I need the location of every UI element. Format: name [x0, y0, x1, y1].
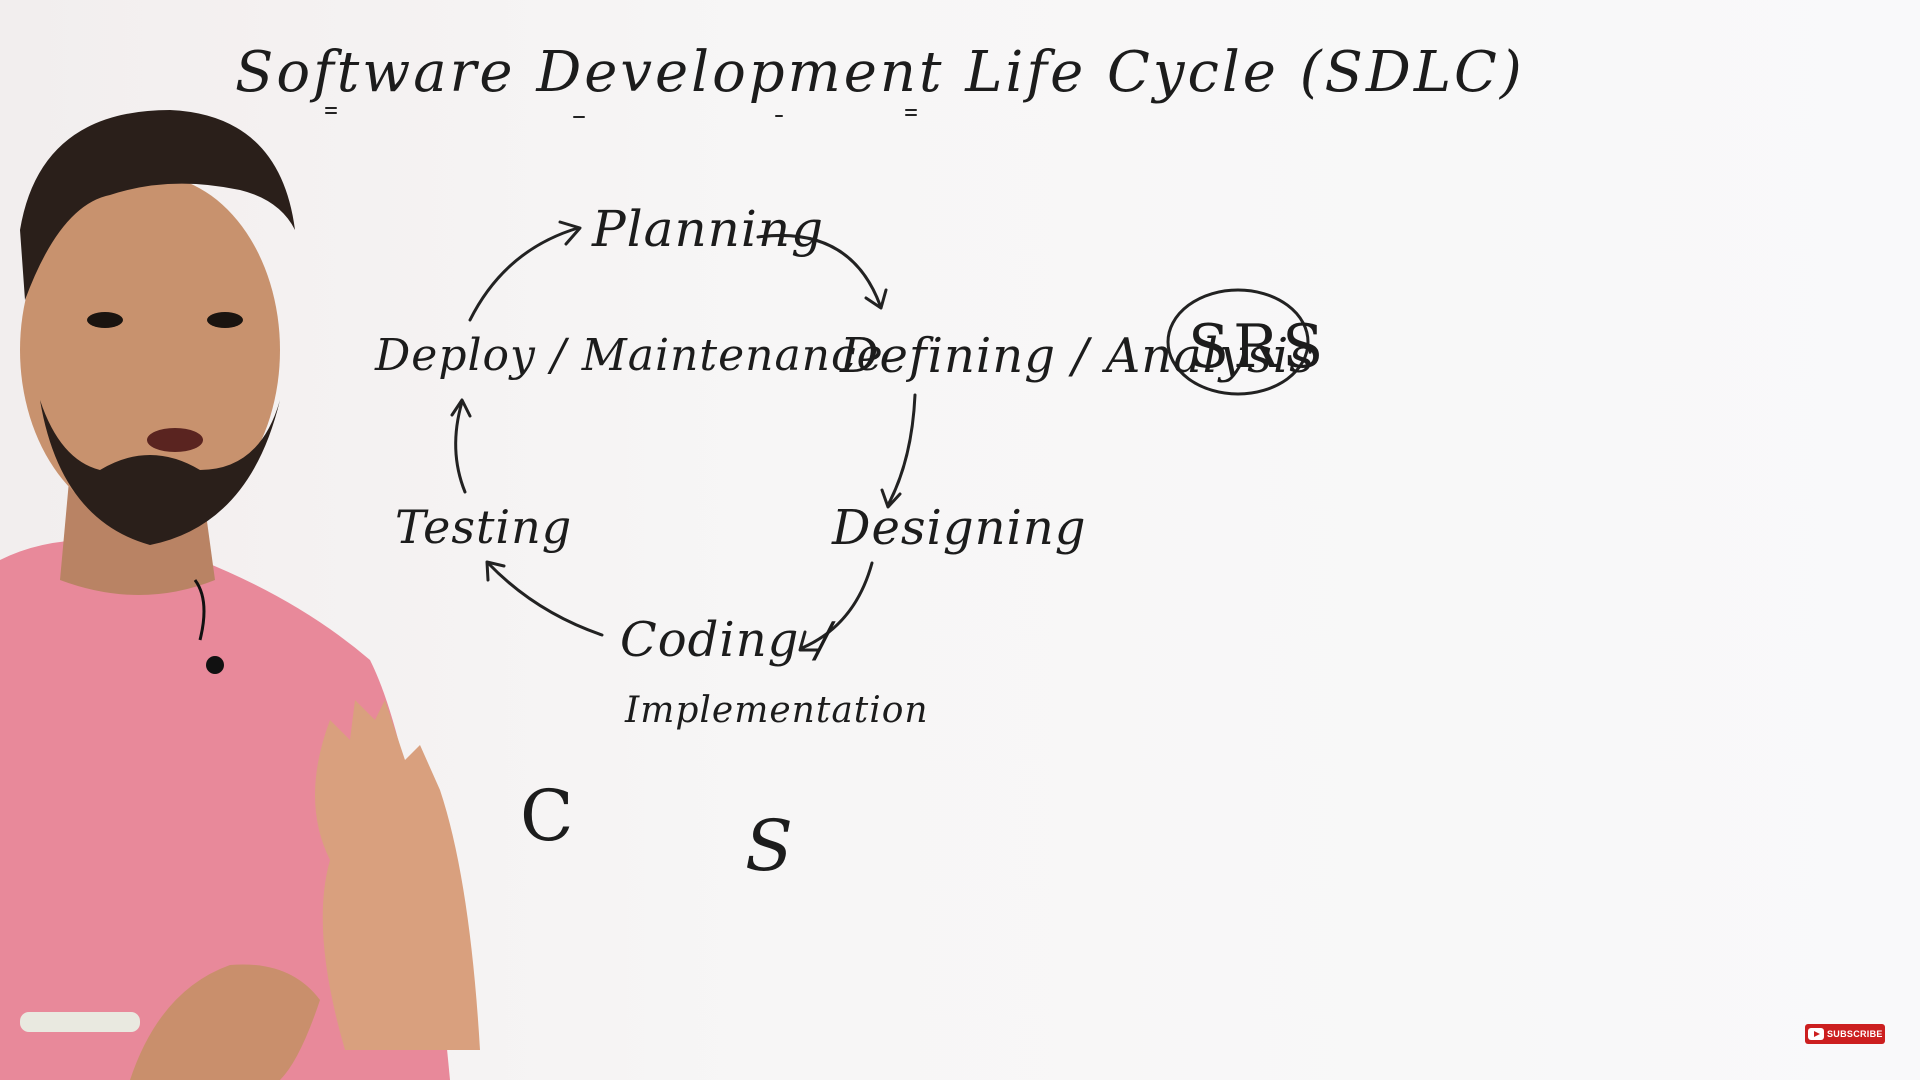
presenter-eye-left [87, 312, 123, 328]
presenter-head [20, 175, 280, 525]
presenter-eye-right [207, 312, 243, 328]
presenter-beard [40, 400, 280, 545]
arrowhead-coding [798, 630, 820, 652]
presenter-mouth [147, 428, 203, 452]
arrowhead-testing [485, 560, 506, 582]
presenter-lower-hand [130, 964, 320, 1080]
cycle-step-defining: Defining / Analysis [840, 328, 1315, 384]
letter-s: S [745, 805, 794, 887]
letter-c: C [520, 775, 575, 857]
presenter [0, 110, 480, 1080]
cycle-step-deploy: Deploy / Maintenance [375, 330, 884, 381]
cycle-step-testing: Testing [395, 500, 573, 554]
cycle-step-designing: Designing [832, 500, 1087, 556]
marker-pen [20, 1012, 140, 1032]
arrow-planning-to-defining [756, 233, 882, 307]
arrow-coding-to-testing [486, 561, 604, 637]
cycle-step-implementation: Implementation [625, 690, 929, 731]
srs-label: SRS [1188, 312, 1328, 382]
presenter-raised-hand [315, 700, 480, 1050]
arrowhead-designing [880, 488, 902, 509]
lapel-microphone [206, 656, 224, 674]
subscribe-label: SUBSCRIBE [1827, 1029, 1883, 1039]
arrow-designing-to-coding [800, 561, 874, 650]
arrow-deploy-to-planning [468, 226, 580, 322]
arrow-defining-to-designing [886, 393, 917, 507]
cycle-step-coding: Coding / [620, 612, 833, 668]
title-underline-marks [325, 107, 917, 118]
subscribe-button[interactable]: SUBSCRIBE [1805, 1024, 1885, 1044]
arrowhead-deploy [450, 398, 472, 418]
youtube-play-icon [1808, 1028, 1824, 1040]
presenter-hair [20, 110, 295, 300]
board-title: Software Development Life Cycle (SDLC) [235, 40, 1525, 105]
cycle-step-planning: Planning [592, 200, 825, 258]
arrowhead-planning [558, 220, 582, 246]
arrowhead-defining [864, 288, 888, 310]
srs-circle [1166, 288, 1310, 396]
arrow-testing-to-deploy [454, 400, 467, 494]
microphone-cable [193, 579, 206, 641]
